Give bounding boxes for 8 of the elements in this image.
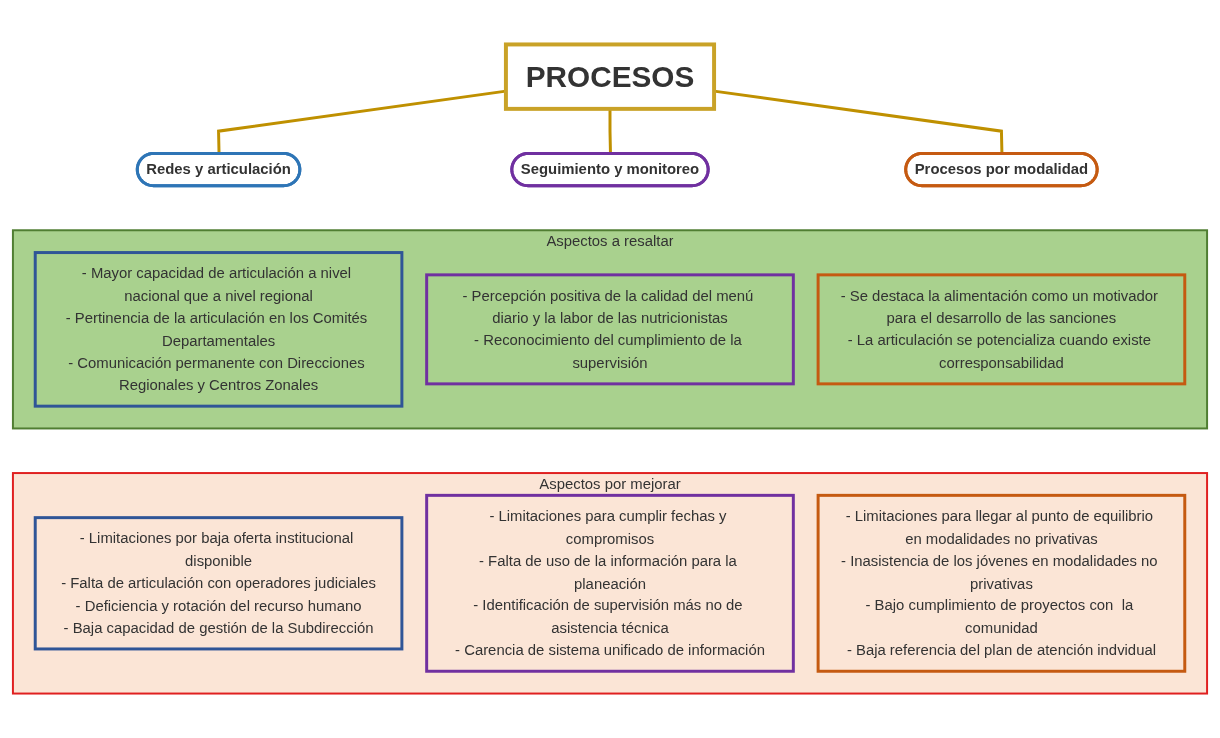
node-box: - Se destaca la alimentación como un motivador para el desarrollo de las sanciones - La articulación se potencializa cuando existe corresponsabilidad — [816, 273, 1187, 386]
connector — [608, 108, 612, 154]
node-box: - Limitaciones para llegar al punto de equilibrio en modalidades no privativas - Inasistencia de los jóvenes en modalidades no privativas - Bajo cumplimiento de proyectos con la comunidad - Baja referencia del plan de atención indvidual — [816, 493, 1187, 673]
node-box: - Limitaciones para cumplir fechas y compromisos - Falta de uso de la información para la planeación - Identificación de supervisión más no de asistencia técnica - Carencia de sistema unificado de información — [425, 493, 795, 673]
node-box: - Percepción positiva de la calidad del menú diario y la labor de las nutricionistas - Reconocimiento del cumplimiento de la supervisión — [425, 273, 795, 386]
node-box: PROCESOS — [503, 42, 717, 111]
node-box: - Limitaciones por baja oferta institucional disponible - Falta de articulación con operadores judiciales - Deficiencia y rotación del recurso humano - Baja capacidad de gestión de la Subdirección — [33, 516, 404, 651]
node-box: - Mayor capacidad de articulación a nivel nacional que a nivel regional - Pertinencia de la articulación en los Comités Departamentales - Comunicación permanente con Direcciones Regionales y Centros Zonales — [33, 251, 404, 408]
